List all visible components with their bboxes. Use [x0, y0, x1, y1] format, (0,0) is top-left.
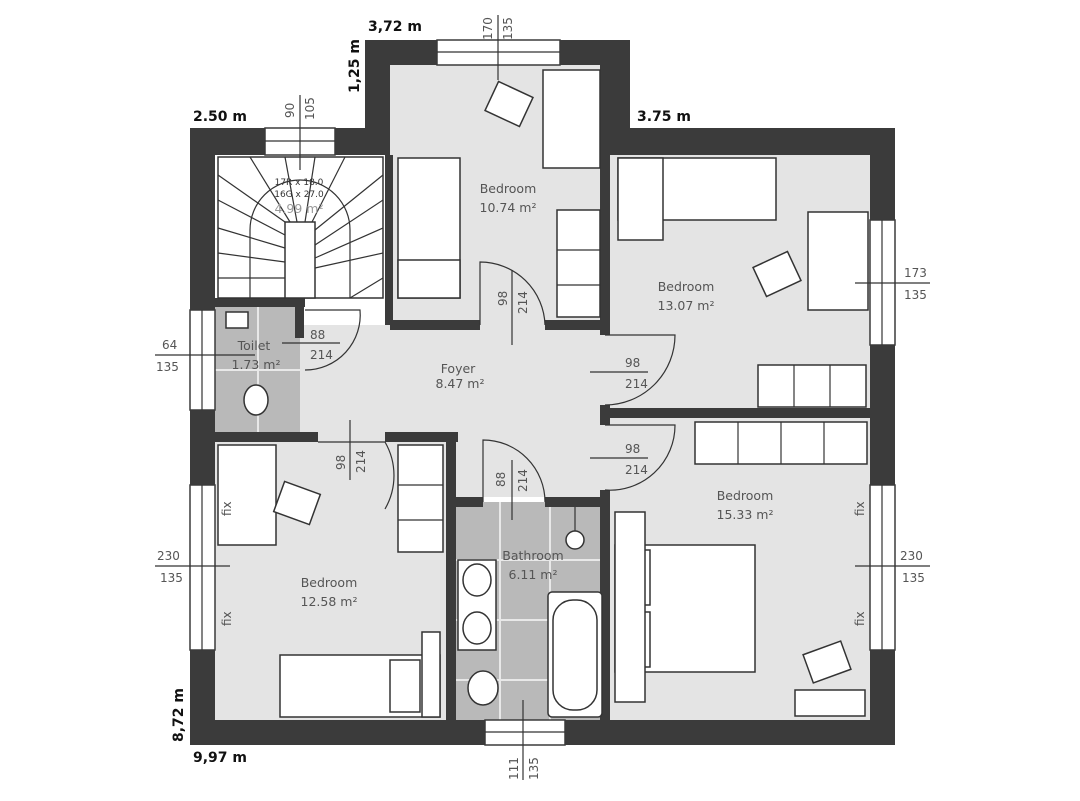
window-stairs-height: 105	[303, 97, 317, 120]
room-area-toilet: 1.73 m²	[232, 357, 281, 372]
dim-left-height: 8,72 m	[171, 688, 187, 742]
window-right-top-width: 173	[904, 266, 927, 280]
room-name-bathroom: Bathroom	[502, 548, 563, 563]
doors	[304, 261, 676, 510]
window-left-width: 230	[157, 549, 180, 563]
room-area-bedroom-right-top: 13.07 m²	[658, 298, 715, 313]
room-area-bedroom-top: 10.74 m²	[480, 200, 537, 215]
room-name-bedroom-top: Bedroom	[480, 181, 537, 196]
door-bedroom-top-height: 214	[516, 291, 530, 314]
window-top-width: 170	[481, 17, 495, 40]
fixed-window-label: fix	[853, 501, 867, 516]
staircase	[217, 140, 384, 299]
room-name-bedroom-left: Bedroom	[301, 575, 358, 590]
window-bottom-height: 135	[527, 757, 541, 780]
door-toilet-height: 214	[310, 348, 333, 362]
windows	[189, 39, 896, 746]
window-toilet-width: 64	[162, 338, 177, 352]
room-area-bedroom-right-bottom: 15.33 m²	[717, 507, 774, 522]
room-area-foyer: 8.47 m²	[436, 376, 485, 391]
window-right-bottom-height: 135	[902, 571, 925, 585]
room-name-toilet: Toilet	[237, 338, 271, 353]
furniture	[217, 69, 869, 718]
window-stairs-width: 90	[283, 103, 297, 118]
stairs-area: 4.99 m²	[275, 201, 324, 216]
room-area-bedroom-left: 12.58 m²	[301, 594, 358, 609]
room-name-foyer: Foyer	[441, 361, 476, 376]
dim-top-mid-side: 1,25 m	[347, 39, 363, 93]
dim-bottom-width: 9,97 m	[193, 750, 247, 766]
stairs-goings: 16G x 27.0	[274, 190, 324, 200]
door-bathroom-width: 88	[494, 472, 508, 487]
door-toilet-width: 88	[310, 328, 325, 342]
window-bottom-width: 111	[507, 757, 521, 780]
door-bedroom-top-width: 98	[496, 291, 510, 306]
door-bedroom-right-top-width: 98	[625, 356, 640, 370]
door-bedroom-right-bottom-width: 98	[625, 442, 640, 456]
room-name-bedroom-right-bottom: Bedroom	[717, 488, 774, 503]
dim-top-mid: 3,72 m	[368, 19, 422, 35]
window-left-height: 135	[160, 571, 183, 585]
window-right-bottom-width: 230	[900, 549, 923, 563]
stairs-risers: 17R x 18.0	[275, 178, 324, 188]
dimension-lines	[155, 15, 930, 780]
dim-top-right: 3.75 m	[637, 109, 691, 125]
dim-top-left: 2.50 m	[193, 109, 247, 125]
fixed-window-label: fix	[220, 611, 234, 626]
window-top-height: 135	[501, 17, 515, 40]
door-bedroom-right-top-height: 214	[625, 377, 648, 391]
room-name-bedroom-right-top: Bedroom	[658, 279, 715, 294]
door-bedroom-left-height: 214	[354, 450, 368, 473]
window-toilet-height: 135	[156, 360, 179, 374]
door-bedroom-left-width: 98	[334, 455, 348, 470]
door-bathroom-height: 214	[516, 469, 530, 492]
fixed-window-label: fix	[220, 501, 234, 516]
window-right-top-height: 135	[904, 288, 927, 302]
fixed-window-label: fix	[853, 611, 867, 626]
room-area-bathroom: 6.11 m²	[509, 567, 558, 582]
door-bedroom-right-bottom-height: 214	[625, 463, 648, 477]
